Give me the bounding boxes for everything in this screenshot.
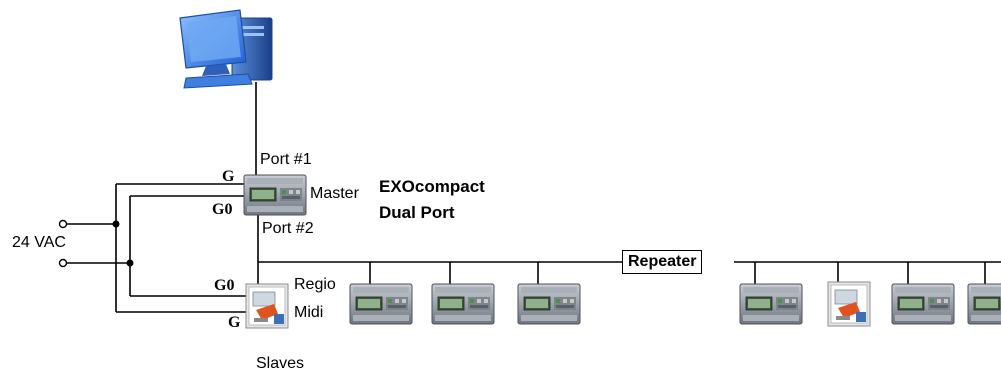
supply-terminals <box>58 219 68 268</box>
product-name-line2: Dual Port <box>379 203 455 222</box>
master-controller-icon <box>243 174 307 216</box>
port1-label: Port #1 <box>260 151 312 168</box>
slaves-label: Slaves <box>256 355 305 372</box>
slave-controller-icon <box>431 283 495 325</box>
master-label: Master <box>310 185 359 202</box>
wiring <box>66 82 1001 313</box>
slave-controller-icon <box>349 283 413 325</box>
slave-controller-icon <box>891 283 955 325</box>
terminal-g0-top: G0 <box>212 201 233 218</box>
midi-label: Midi <box>294 304 324 321</box>
product-name-line1: EXOcompact <box>379 177 485 196</box>
supply-voltage-label: 24 VAC <box>12 234 66 251</box>
slave-controller-icon <box>967 283 1001 325</box>
wire-junctions <box>112 220 134 267</box>
terminal-g-top: G <box>222 168 235 185</box>
terminal-g-bottom: G <box>228 314 241 331</box>
slave-controller-icon <box>517 283 581 325</box>
terminal-g0-bottom: G0 <box>214 277 235 294</box>
port2-label: Port #2 <box>262 220 314 237</box>
slave-controller-icon <box>739 283 803 325</box>
regio-midi-icon <box>245 283 289 329</box>
computer-icon <box>179 9 273 89</box>
repeater-box: Repeater <box>622 250 703 274</box>
regio-icon <box>827 281 871 327</box>
regio-label: Regio <box>294 276 336 293</box>
